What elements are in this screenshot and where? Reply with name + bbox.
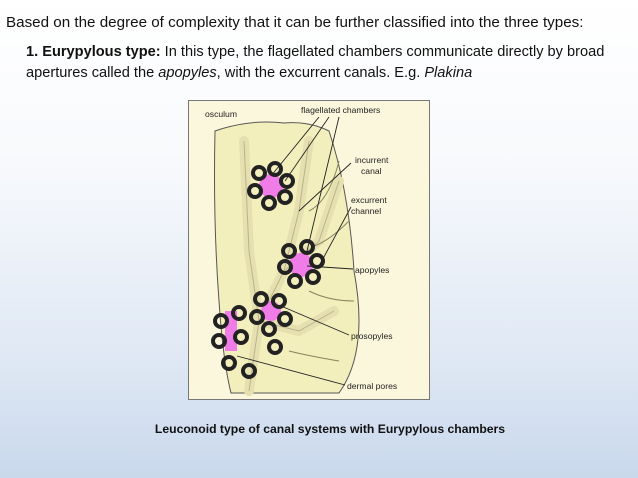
label-incurrent-2: canal [361,166,382,176]
leuconoid-diagram: osculum flagellated chambers incurrent c… [188,100,430,400]
label-dermal-pores: dermal pores [347,381,397,391]
label-osculum: osculum [205,109,237,119]
apopyles-term: apopyles [158,65,216,81]
label-prosopyles: prosopyles [351,331,393,341]
intro-text: Based on the degree of complexity that i… [6,14,583,31]
label-apopyles: apopyles [355,265,389,275]
label-excurrent-1: excurrent [351,195,387,205]
caption-text: Leuconoid type of canal systems with Eur… [155,422,505,436]
label-flagellated-chambers: flagellated chambers [301,105,380,115]
item-title: 1. Eurypylous type: [26,44,161,60]
example-genus: Plakina [424,65,472,81]
label-incurrent-1: incurrent [355,155,389,165]
item-text-b: , with the excurrent canals. E.g. [217,65,425,81]
eurypylous-paragraph: 1. Eurypylous type: In this type, the fl… [26,42,630,84]
label-excurrent-2: channel [351,206,381,216]
diagram-svg: osculum flagellated chambers incurrent c… [189,101,429,399]
figure-caption: Leuconoid type of canal systems with Eur… [0,422,638,436]
